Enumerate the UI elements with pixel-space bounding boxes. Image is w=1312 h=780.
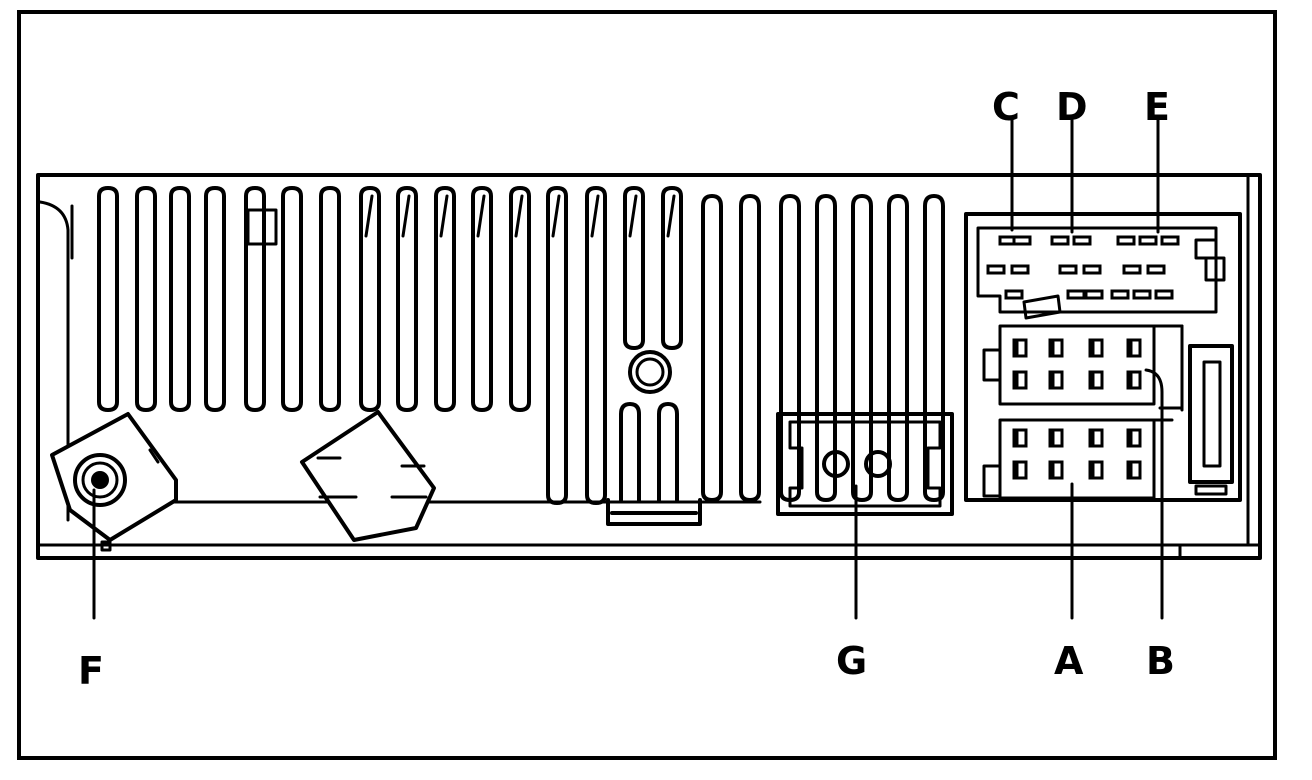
pin-slot	[1012, 235, 1032, 246]
callout-a: A	[1054, 639, 1084, 683]
mounting-screw	[628, 350, 672, 394]
fin-clip	[246, 208, 278, 246]
cooling-fin	[204, 186, 226, 412]
leader-lines	[92, 118, 1164, 620]
fin-base-bracket	[606, 498, 702, 526]
connector-g	[776, 412, 954, 516]
cooling-fins	[97, 186, 945, 505]
cooling-fin	[779, 194, 801, 502]
cooling-fin	[97, 186, 119, 412]
cooling-fin	[169, 186, 191, 412]
callout-b: B	[1146, 639, 1175, 683]
pin-slot	[1160, 235, 1180, 246]
mounting-plate	[300, 410, 436, 542]
cooling-fin	[546, 186, 568, 505]
cooling-fin	[851, 194, 873, 502]
cooling-fin	[585, 186, 607, 505]
pin-slot	[1050, 235, 1070, 246]
cooling-fin	[319, 186, 341, 412]
pin-slot	[1066, 289, 1086, 300]
cooling-fin	[887, 194, 909, 502]
pin-slot	[1154, 289, 1174, 300]
cooling-fin	[434, 186, 456, 412]
connector-cde	[964, 212, 1242, 502]
pin-slot	[1132, 289, 1152, 300]
cooling-fin	[657, 402, 679, 502]
callout-f: F	[78, 649, 104, 693]
fin-notch	[628, 194, 638, 238]
cooling-fin	[623, 186, 645, 350]
pin-slot	[1110, 289, 1130, 300]
pin-slot	[1116, 235, 1136, 246]
fin-notch	[401, 194, 411, 238]
cooling-fin	[661, 186, 683, 350]
cooling-fin	[701, 194, 723, 502]
callout-e: E	[1144, 85, 1170, 129]
pin-slot	[1084, 289, 1104, 300]
leader-line-b	[1144, 368, 1164, 620]
antenna-socket	[50, 412, 178, 552]
cooling-fin	[281, 186, 303, 412]
pin-slot	[1082, 264, 1102, 275]
cooling-fin	[509, 186, 531, 412]
pin-slot	[1010, 264, 1030, 275]
fin-notch	[364, 194, 374, 238]
pin-slot	[1072, 235, 1092, 246]
cooling-fin	[739, 194, 761, 502]
pin-slot	[1138, 235, 1158, 246]
cooling-fin	[619, 402, 641, 502]
cooling-fin	[815, 194, 837, 502]
cooling-fin	[359, 186, 381, 412]
connector-ab	[982, 324, 1234, 500]
fin-notch	[439, 194, 449, 238]
pin-slot	[986, 264, 1006, 275]
fin-notch	[551, 194, 561, 238]
pin-slot	[1122, 264, 1142, 275]
cooling-fin	[471, 186, 493, 412]
pin-slot	[1004, 289, 1024, 300]
callout-d: D	[1056, 85, 1088, 129]
pin-slot	[1058, 264, 1078, 275]
cooling-fin	[396, 186, 418, 412]
callout-g: G	[836, 639, 868, 683]
fin-notch	[514, 194, 524, 238]
fin-notch	[590, 194, 600, 238]
pin-slot	[1146, 264, 1166, 275]
cooling-fin	[135, 186, 157, 412]
fin-notch	[476, 194, 486, 238]
callout-c: C	[992, 85, 1020, 129]
fin-notch	[666, 194, 676, 238]
cooling-fin	[244, 186, 266, 412]
cooling-fin	[923, 194, 945, 502]
